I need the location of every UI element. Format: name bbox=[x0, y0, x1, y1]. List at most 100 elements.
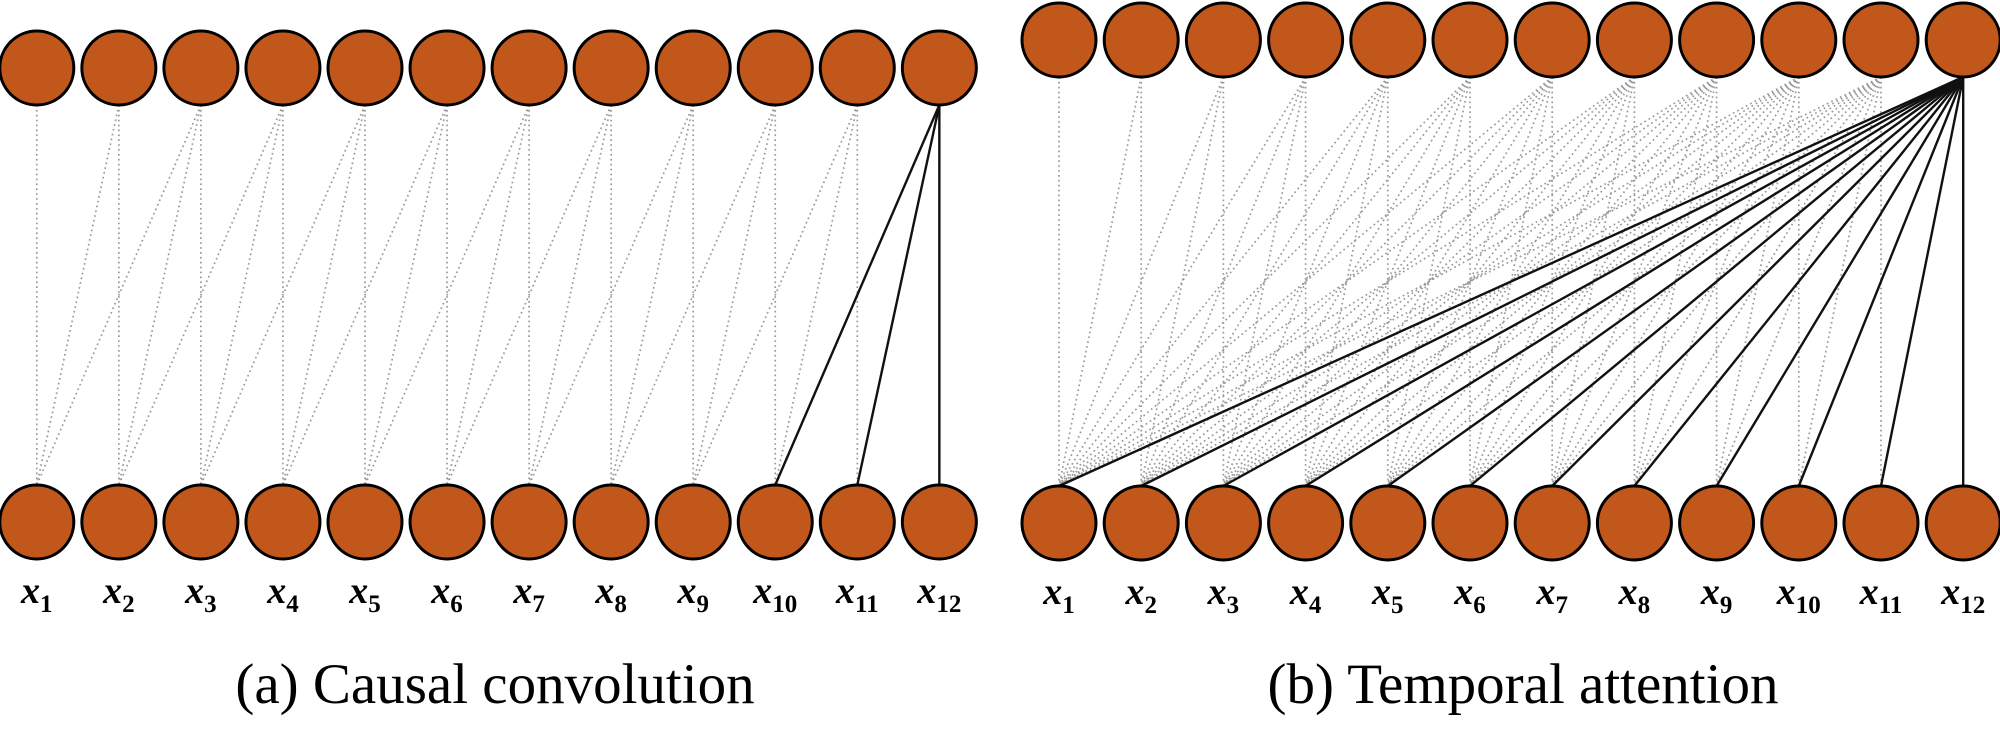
output-node-a-5 bbox=[326, 29, 404, 107]
dotted-edge-a-9-8 bbox=[610, 104, 695, 486]
caption-a: (a) Causal convolution bbox=[235, 653, 755, 716]
dotted-edge-b-4-2 bbox=[1140, 76, 1307, 487]
output-node-b-10 bbox=[1760, 1, 1838, 79]
solid-edge-b-12-1 bbox=[1058, 75, 1964, 488]
dotted-edge-a-6-4 bbox=[282, 104, 448, 486]
dotted-edge-b-9-6 bbox=[1469, 76, 1718, 487]
dotted-edge-a-6-5 bbox=[364, 104, 448, 486]
output-node-a-12 bbox=[900, 29, 978, 107]
node-label-b-2: x2 bbox=[1124, 571, 1157, 619]
dotted-edge-b-3-1 bbox=[1058, 76, 1225, 487]
output-node-b-3 bbox=[1184, 1, 1262, 79]
caption-b: (b) Temporal attention bbox=[1267, 653, 1779, 716]
dotted-edge-b-6-3 bbox=[1222, 76, 1471, 487]
edges-panel-b bbox=[1058, 75, 1965, 488]
dotted-edge-b-5-4 bbox=[1304, 76, 1389, 487]
node-label-b-4: x4 bbox=[1289, 571, 1322, 619]
output-node-a-4 bbox=[244, 29, 322, 107]
solid-edge-b-12-10 bbox=[1797, 76, 1965, 487]
input-node-b-4 bbox=[1267, 484, 1345, 562]
dotted-edge-a-7-5 bbox=[364, 104, 530, 486]
dotted-edge-a-3-1 bbox=[36, 104, 202, 486]
node-label-a-2: x2 bbox=[102, 570, 135, 618]
input-node-b-12 bbox=[1924, 484, 2000, 562]
output-node-b-8 bbox=[1595, 1, 1673, 79]
dotted-edge-a-4-2 bbox=[118, 104, 284, 486]
dotted-edge-b-7-1 bbox=[1058, 76, 1553, 487]
dotted-edge-b-8-1 bbox=[1058, 76, 1635, 487]
dotted-edge-a-4-3 bbox=[200, 104, 284, 486]
nodes-panel-a bbox=[0, 29, 978, 561]
solid-edge-a-12-11 bbox=[856, 104, 941, 486]
dotted-edge-b-2-1 bbox=[1058, 76, 1143, 487]
dotted-edge-b-4-1 bbox=[1058, 76, 1307, 487]
node-label-b-1: x1 bbox=[1042, 571, 1075, 619]
input-node-b-1 bbox=[1020, 484, 1098, 562]
dotted-edge-a-7-6 bbox=[446, 104, 530, 486]
dotted-edge-a-9-7 bbox=[528, 104, 694, 486]
output-node-a-6 bbox=[408, 29, 486, 107]
output-node-a-11 bbox=[818, 29, 896, 107]
output-node-a-8 bbox=[572, 29, 650, 107]
node-label-a-12: x12 bbox=[916, 570, 961, 618]
input-node-a-10 bbox=[736, 483, 814, 561]
input-node-a-5 bbox=[326, 483, 404, 561]
output-node-b-7 bbox=[1513, 1, 1591, 79]
dotted-edge-a-5-3 bbox=[200, 104, 366, 486]
dotted-edge-a-5-4 bbox=[282, 104, 366, 486]
dotted-edge-b-11-1 bbox=[1058, 76, 1882, 487]
node-label-b-7: x7 bbox=[1535, 571, 1568, 619]
input-node-b-2 bbox=[1102, 484, 1180, 562]
output-node-a-10 bbox=[736, 29, 814, 107]
solid-edge-b-12-5 bbox=[1387, 76, 1964, 487]
dotted-edge-a-8-6 bbox=[446, 104, 612, 486]
input-node-a-3 bbox=[162, 483, 240, 561]
input-node-b-8 bbox=[1595, 484, 1673, 562]
node-label-b-11: x11 bbox=[1859, 571, 1903, 619]
dotted-edge-b-6-1 bbox=[1058, 76, 1471, 487]
dotted-edge-a-3-2 bbox=[118, 104, 202, 486]
dotted-edge-b-10-1 bbox=[1058, 76, 1800, 487]
node-label-a-5: x5 bbox=[348, 570, 381, 618]
node-label-a-6: x6 bbox=[430, 570, 463, 618]
input-node-a-1 bbox=[0, 483, 76, 561]
edges-panel-a bbox=[35, 104, 941, 486]
output-node-a-7 bbox=[490, 29, 568, 107]
dotted-edge-a-11-9 bbox=[692, 104, 859, 486]
node-label-b-5: x5 bbox=[1371, 571, 1404, 619]
node-label-a-9: x9 bbox=[676, 570, 709, 618]
node-label-b-3: x3 bbox=[1207, 571, 1240, 619]
solid-edge-b-12-8 bbox=[1633, 76, 1965, 487]
dotted-edge-a-8-7 bbox=[528, 104, 612, 486]
solid-edge-b-12-11 bbox=[1879, 76, 1965, 487]
input-node-b-7 bbox=[1513, 484, 1591, 562]
input-node-a-7 bbox=[490, 483, 568, 561]
output-node-b-6 bbox=[1431, 1, 1509, 79]
output-node-b-4 bbox=[1267, 1, 1345, 79]
dotted-edge-a-10-9 bbox=[692, 104, 777, 486]
output-node-a-9 bbox=[654, 29, 732, 107]
dotted-edge-a-11-10 bbox=[774, 104, 859, 486]
input-node-b-9 bbox=[1678, 484, 1756, 562]
node-label-b-9: x9 bbox=[1700, 571, 1733, 619]
node-label-a-8: x8 bbox=[594, 570, 627, 618]
dotted-edge-b-5-1 bbox=[1058, 76, 1389, 487]
nodes-panel-b bbox=[1020, 1, 2000, 562]
input-node-b-3 bbox=[1184, 484, 1262, 562]
output-node-a-2 bbox=[80, 29, 158, 107]
dotted-edge-b-10-6 bbox=[1469, 76, 1800, 487]
node-label-b-12: x12 bbox=[1940, 571, 1985, 619]
dotted-edge-b-5-2 bbox=[1140, 76, 1389, 487]
dotted-edge-b-6-2 bbox=[1140, 76, 1471, 487]
input-node-a-2 bbox=[80, 483, 158, 561]
input-node-b-10 bbox=[1760, 484, 1838, 562]
dotted-edge-b-4-3 bbox=[1222, 76, 1307, 487]
input-node-a-8 bbox=[572, 483, 650, 561]
dotted-edge-b-10-7 bbox=[1551, 76, 1800, 487]
solid-edge-b-12-4 bbox=[1304, 75, 1964, 488]
input-node-a-6 bbox=[408, 483, 486, 561]
dotted-edge-b-3-2 bbox=[1140, 76, 1225, 487]
node-label-a-7: x7 bbox=[512, 570, 545, 618]
